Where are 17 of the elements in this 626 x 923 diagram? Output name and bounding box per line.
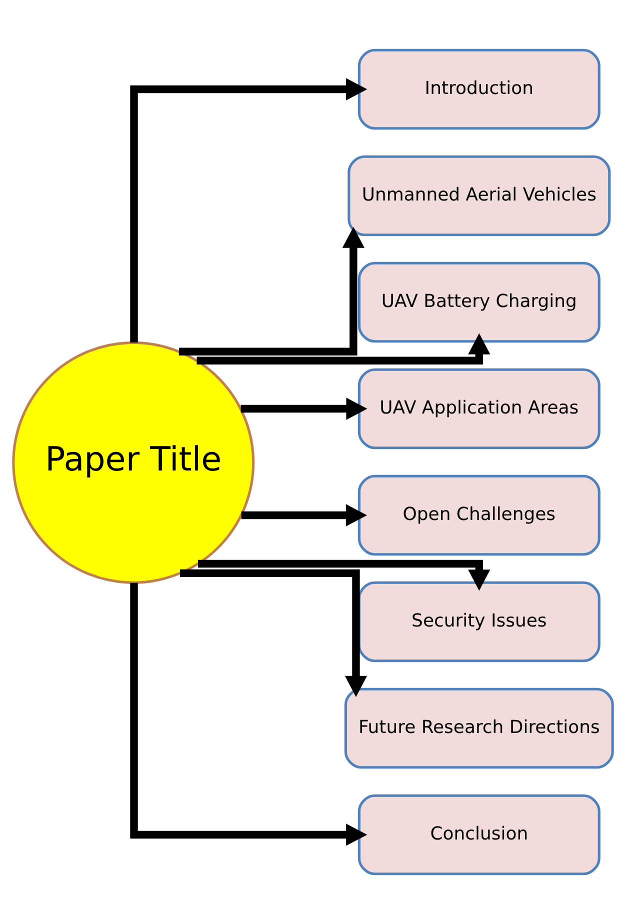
arrow xyxy=(241,504,368,526)
arrow xyxy=(178,226,365,355)
node-box: Future Research Directions xyxy=(344,687,614,768)
node-circle: Paper Title xyxy=(12,340,255,584)
arrow xyxy=(198,559,490,590)
node-box: Security Issues xyxy=(358,580,600,662)
arrow xyxy=(130,78,368,342)
arrow xyxy=(180,568,368,696)
arrow xyxy=(196,332,490,364)
node-box: Conclusion xyxy=(358,794,600,875)
node-box: Introduction xyxy=(358,48,600,130)
node-box: UAV Battery Charging xyxy=(358,261,600,342)
node-box: UAV Application Areas xyxy=(358,368,600,449)
arrow xyxy=(240,397,368,420)
node-box: Open Challenges xyxy=(358,474,600,556)
node-box: Unmanned Aerial Vehicles xyxy=(348,154,611,236)
arrow xyxy=(130,582,368,846)
